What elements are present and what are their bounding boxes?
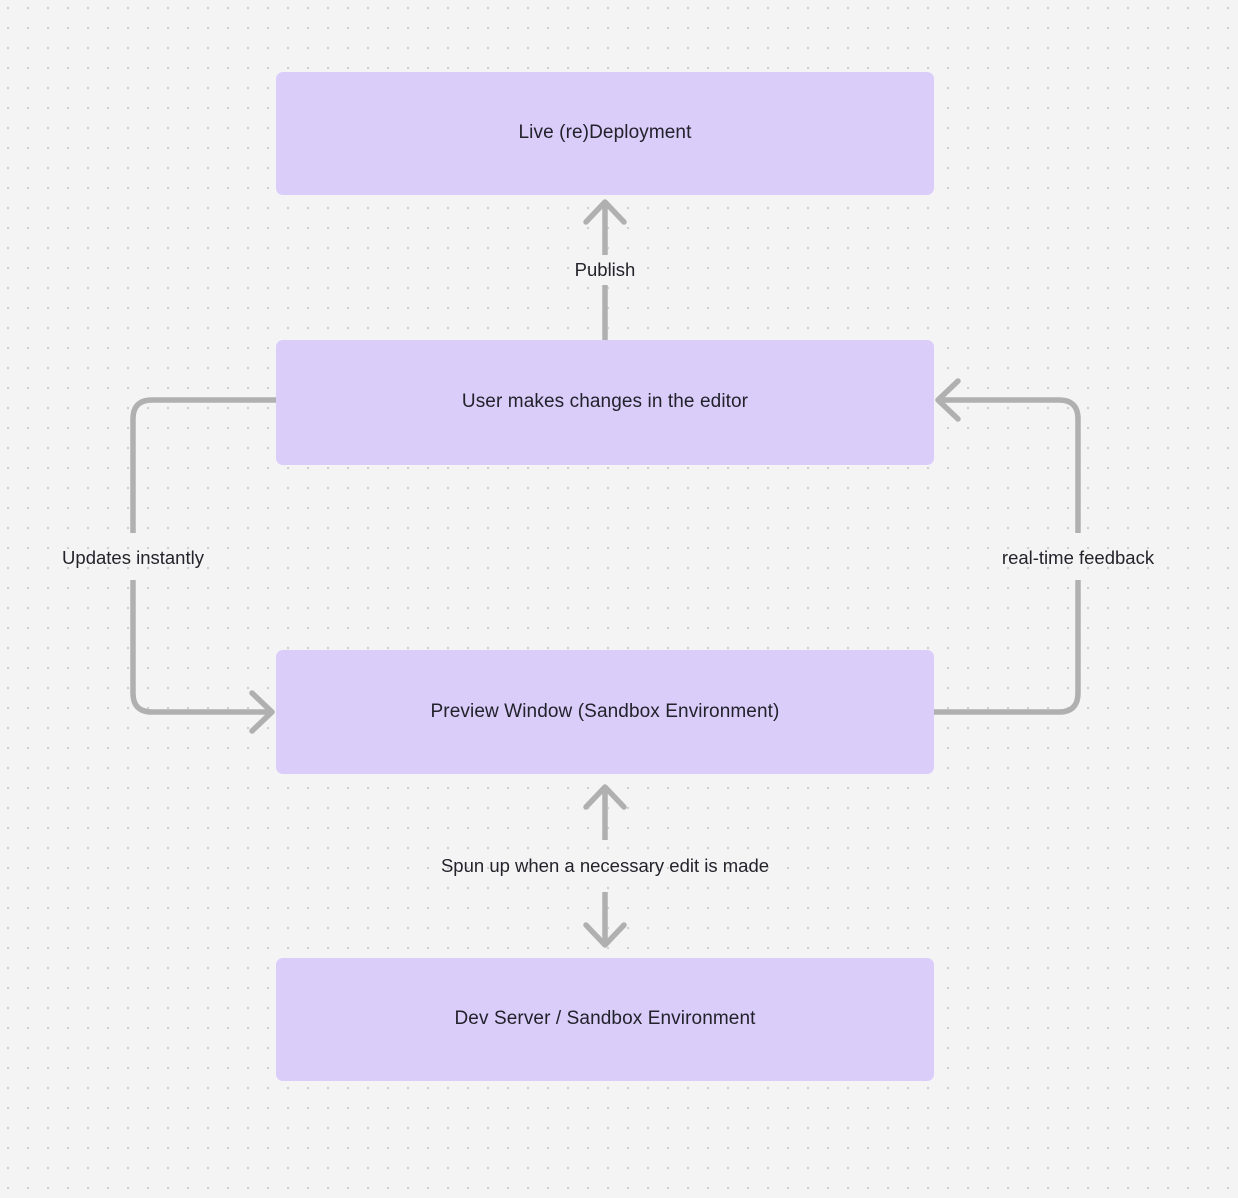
edge-label-updates-instantly: Updates instantly xyxy=(62,546,204,568)
node-live-deployment[interactable]: Live (re)Deployment xyxy=(276,72,934,195)
node-label: Dev Server / Sandbox Environment xyxy=(454,1008,756,1030)
edge-label-publish: Publish xyxy=(574,258,636,280)
node-label: User makes changes in the editor xyxy=(461,391,749,413)
edge-label-spun-up: Spun up when a necessary edit is made xyxy=(440,854,770,876)
node-dev-server[interactable]: Dev Server / Sandbox Environment xyxy=(276,958,934,1081)
node-user-edits[interactable]: User makes changes in the editor xyxy=(276,340,934,465)
node-label: Live (re)Deployment xyxy=(518,122,692,144)
node-preview-window[interactable]: Preview Window (Sandbox Environment) xyxy=(276,650,934,774)
edge-label-real-time-feedback: real-time feedback xyxy=(1001,546,1155,568)
node-label: Preview Window (Sandbox Environment) xyxy=(430,700,780,722)
